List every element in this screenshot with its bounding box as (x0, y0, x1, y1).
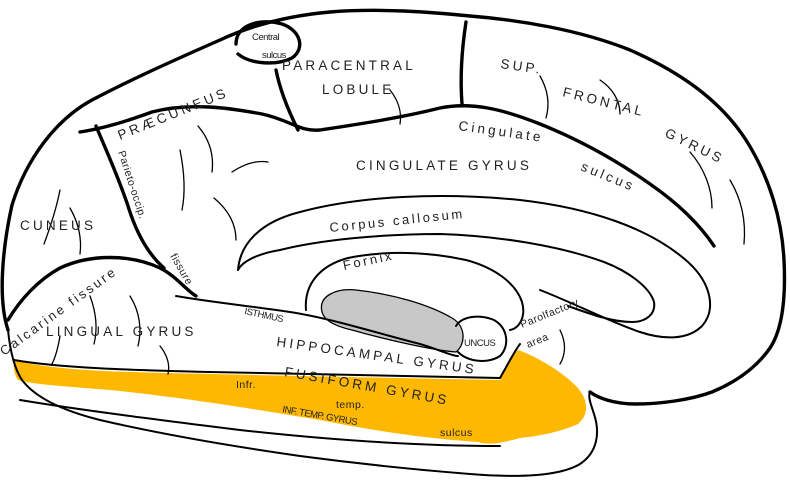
corpus-callosum-outer (237, 195, 711, 339)
minor-sulcus (51, 335, 61, 365)
minor-sulcus (539, 75, 549, 119)
uncus-outline (455, 315, 508, 362)
hippocampus-grey-region (320, 289, 464, 353)
hippocampal-gyrus-lower-boundary (13, 343, 521, 379)
label-paracentral-2: LOBULE (322, 82, 394, 97)
label-central-sulcus-1: Central (252, 32, 280, 43)
label-infr-temp-3: sulcus (440, 427, 473, 439)
label-sup-frontal-3: GYRUS (663, 125, 727, 167)
label-cuneus: CUNEUS (20, 218, 96, 233)
hemisphere-outline (0, 8, 787, 406)
label-paracentral-1: PARACENTRAL (282, 58, 416, 73)
minor-sulcus (197, 125, 214, 173)
corpus-callosum-inner (237, 233, 656, 323)
minor-sulcus (559, 329, 566, 365)
label-lingual-gyrus: LINGUAL GYRUS (46, 324, 197, 339)
minor-sulcus (389, 89, 402, 125)
calcarine-fissure (6, 255, 198, 322)
label-cingulate-gyrus: CINGULATE GYRUS (356, 158, 532, 173)
minor-sulcus (129, 295, 141, 347)
minor-sulcus (89, 295, 97, 345)
label-calcarine: Calcarine fissure (0, 263, 120, 358)
label-corpus-callosum: Corpus callosum (329, 206, 466, 235)
temporal-lobe-outline (7, 329, 598, 477)
minor-sulcus (213, 197, 237, 241)
label-parolfactory-2: area (525, 331, 551, 351)
inferior-temporal-sulcus (19, 399, 501, 447)
central-sulcus-outline (234, 20, 302, 65)
minor-sulcus (729, 179, 746, 245)
parieto-occipital-fissure (94, 124, 166, 270)
minor-sulcus (69, 207, 82, 255)
label-infr-temp-2: temp. (336, 399, 365, 411)
label-sup-frontal-2: FRONTAL (561, 84, 647, 119)
fornix-outline (304, 251, 525, 331)
minor-sulcus (159, 345, 170, 375)
minor-sulcus (689, 151, 713, 209)
minor-sulcus (599, 79, 621, 115)
minor-sulcus (231, 160, 269, 173)
label-praecuneus: PRÆCUNEUS (116, 85, 231, 143)
label-cingulate-sulcus-2: sulcus (579, 159, 638, 194)
label-infr-temp-1: Infr. (236, 379, 256, 391)
label-fornix: Fornix (342, 248, 396, 273)
label-parolfactory-1: Parolfactory (519, 296, 581, 330)
paracentral-front-boundary (459, 20, 468, 106)
label-sup-frontal-1: SUP. (500, 56, 544, 77)
hippocampal-gyrus-upper-boundary (175, 295, 459, 357)
fusiform-gyrus-region (13, 350, 587, 444)
label-uncus: UNCUS (464, 338, 495, 349)
label-central-sulcus-2: sulcus (262, 50, 287, 61)
minor-sulcus (43, 189, 61, 245)
minor-sulcus (179, 149, 185, 211)
